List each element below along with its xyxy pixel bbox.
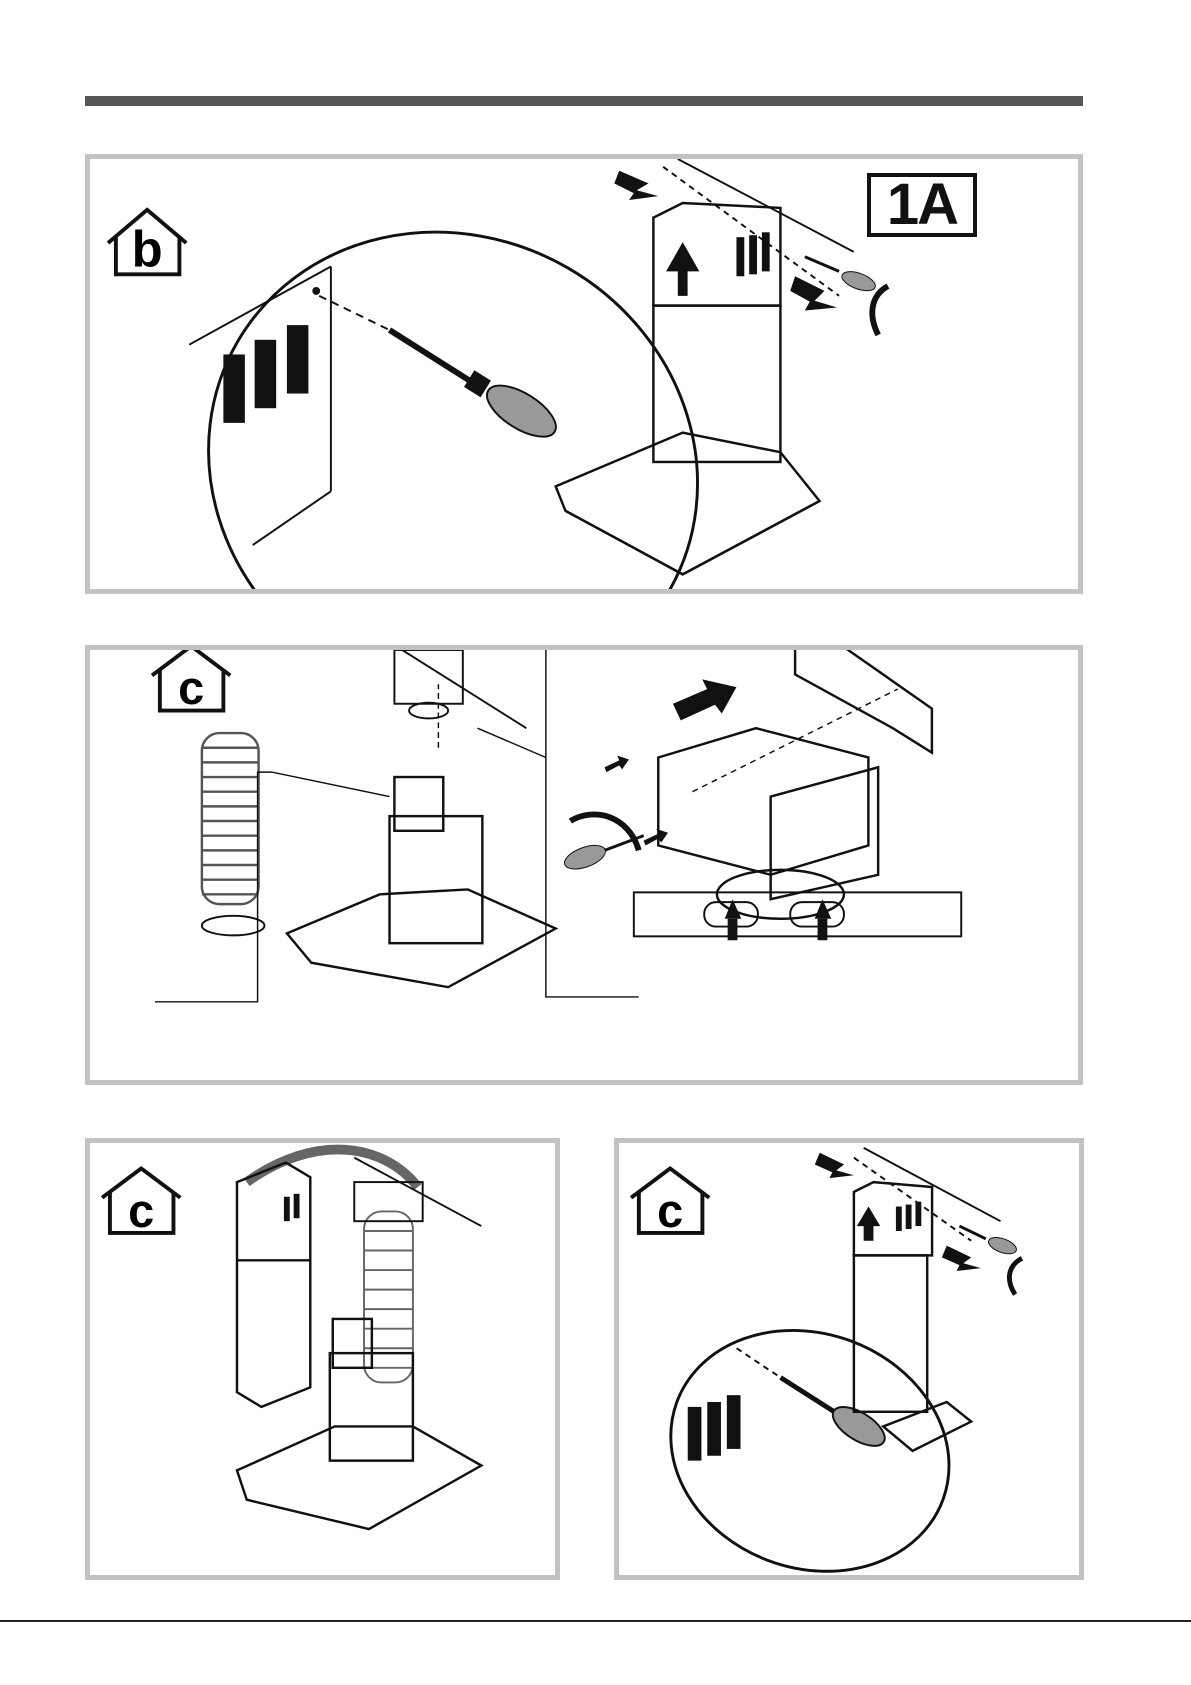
hose-clamp-icon bbox=[202, 916, 265, 936]
panel-step-c-wide: c bbox=[85, 645, 1083, 1085]
screwdriver-icon bbox=[781, 1378, 891, 1454]
callout-1a: 1A bbox=[867, 173, 977, 237]
house-letter-c: c bbox=[657, 1185, 683, 1237]
panel-step-b: b bbox=[85, 154, 1083, 594]
vent-slots-icon bbox=[223, 325, 308, 423]
fan-motor-icon bbox=[658, 728, 878, 919]
rotate-arrow-icon bbox=[1009, 1258, 1022, 1294]
panel-step-c-right: c bbox=[614, 1138, 1084, 1580]
house-letter-c: c bbox=[178, 662, 204, 714]
panel-step-c-left: c bbox=[85, 1138, 560, 1580]
house-letter-b: b bbox=[132, 221, 163, 278]
flexible-duct-icon bbox=[202, 733, 259, 904]
fan-motor-icon bbox=[394, 650, 462, 718]
house-letter-c: c bbox=[128, 1185, 154, 1237]
chimney-hood-icon bbox=[237, 1319, 481, 1529]
mounting-bracket-icon bbox=[795, 650, 932, 753]
screwdriver-icon bbox=[959, 1226, 1018, 1257]
bottom-rule bbox=[0, 1620, 1191, 1622]
rotate-arrow-icon bbox=[872, 286, 888, 335]
chimney-hood-icon bbox=[287, 777, 556, 987]
detail-magnifier bbox=[122, 159, 783, 589]
top-rule bbox=[85, 96, 1083, 106]
rotate-arrow-icon bbox=[570, 814, 638, 850]
arrow-icon bbox=[614, 171, 837, 311]
arrow-up-icon bbox=[857, 1207, 880, 1241]
mounting-bracket-icon bbox=[634, 892, 961, 936]
illustration-step-c-right: c bbox=[619, 1143, 1079, 1575]
screwdriver-icon bbox=[390, 330, 564, 447]
illustration-step-c-wide: c bbox=[90, 650, 1078, 1080]
illustration-step-c-left: c bbox=[90, 1143, 555, 1575]
arrow-up-icon bbox=[666, 242, 699, 296]
screwdriver-icon bbox=[561, 836, 643, 874]
